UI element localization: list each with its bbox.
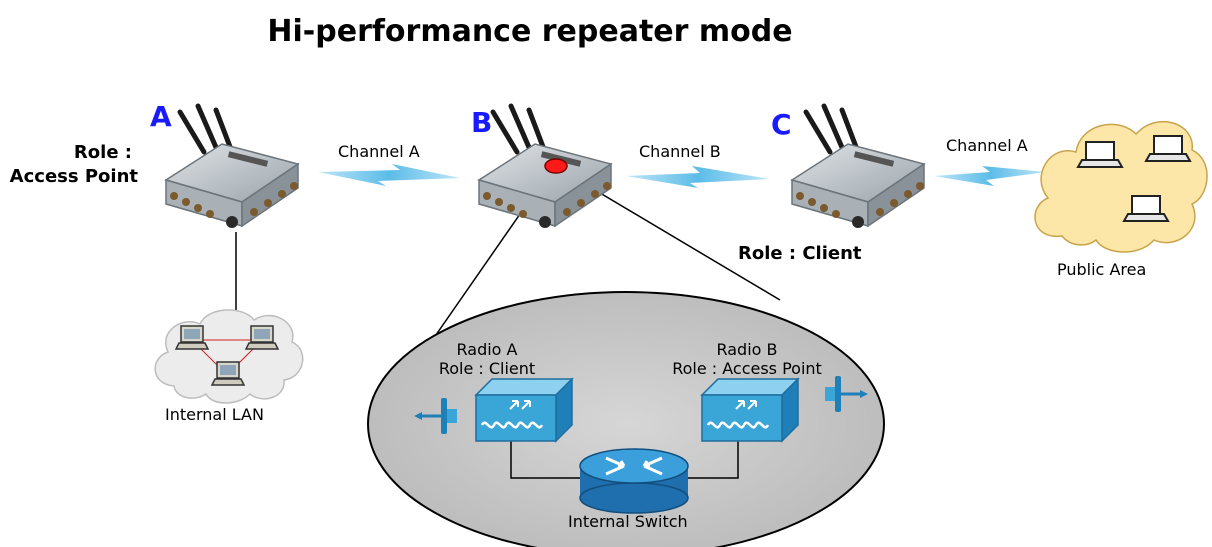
radio-b-name: Radio B <box>716 340 778 359</box>
radio-b-caption: Radio B Role : Access Point <box>652 340 842 378</box>
public-area-label: Public Area <box>1057 260 1147 279</box>
node-c-letter: C <box>771 108 792 141</box>
diagram-title: Hi-performance repeater mode <box>267 14 793 49</box>
radio-a-to-switch-line <box>510 432 592 479</box>
channel-cd-lightning <box>934 166 1046 186</box>
internal-switch-label: Internal Switch <box>568 512 688 531</box>
device-a-icon <box>166 106 298 228</box>
radio-b-role: Role : Access Point <box>672 359 822 378</box>
radio-b-box-icon <box>700 377 800 443</box>
detail-ellipse <box>367 291 885 547</box>
internal-switch-icon <box>579 448 689 514</box>
lan-pc-icon <box>211 361 245 386</box>
node-a-role-line1: Role : <box>73 142 132 163</box>
channel-cd-label: Channel A <box>946 136 1028 155</box>
device-c-icon <box>792 106 924 228</box>
radio-a-box-icon <box>474 377 574 443</box>
node-b-letter: B <box>471 106 493 139</box>
channel-ab-lightning <box>318 164 460 186</box>
node-a-letter: A <box>150 100 172 133</box>
node-c-role: Role : Client <box>738 243 862 264</box>
node-a-role-line2: Access Point <box>9 166 138 187</box>
channel-bc-lightning <box>626 166 770 188</box>
lan-pc-icon <box>245 325 279 350</box>
channel-ab-label: Channel A <box>338 142 420 161</box>
channel-bc-label: Channel B <box>639 142 721 161</box>
radio-a-name: Radio A <box>456 340 518 359</box>
lan-pc-icon <box>175 325 209 350</box>
public-area-cloud <box>1034 121 1208 253</box>
internal-lan-label: Internal LAN <box>165 405 264 424</box>
radio-b-to-switch-line <box>680 432 739 479</box>
zoom-marker <box>544 158 568 174</box>
radio-a-role: Role : Client <box>438 359 536 378</box>
internal-lan-cloud <box>154 309 304 404</box>
radio-a-caption: Radio A Role : Client <box>412 340 562 378</box>
